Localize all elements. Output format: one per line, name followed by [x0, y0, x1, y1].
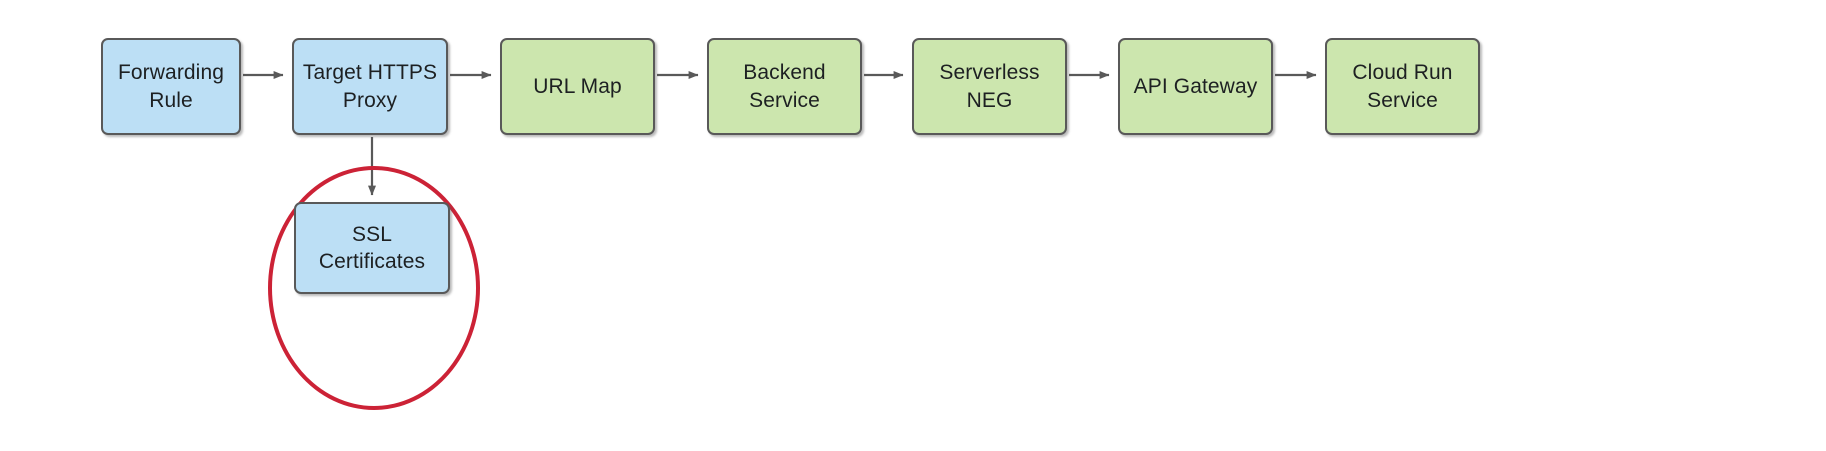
- node-serverless-neg-label: Serverless NEG: [939, 61, 1040, 112]
- node-api-gateway[interactable]: API Gateway: [1118, 38, 1273, 135]
- node-backend-service-label: Backend Service: [743, 61, 826, 112]
- ssl-certificates-highlight-circle: [268, 166, 480, 410]
- node-url-map-label: URL Map: [533, 74, 622, 98]
- node-ssl-certificates-label: SSL Certificates: [318, 222, 426, 273]
- node-backend-service[interactable]: Backend Service: [707, 38, 862, 135]
- node-url-map[interactable]: URL Map: [500, 38, 655, 135]
- node-target-https-proxy-label: Target HTTPS Proxy: [302, 61, 438, 112]
- node-forwarding-rule-label: Forwarding Rule: [117, 61, 225, 112]
- node-ssl-certificates[interactable]: SSL Certificates: [294, 202, 450, 294]
- node-forwarding-rule[interactable]: Forwarding Rule: [101, 38, 241, 135]
- node-target-https-proxy[interactable]: Target HTTPS Proxy: [292, 38, 448, 135]
- node-cloud-run-service[interactable]: Cloud Run Service: [1325, 38, 1480, 135]
- node-api-gateway-label: API Gateway: [1133, 74, 1258, 98]
- node-cloud-run-service-label: Cloud Run Service: [1352, 61, 1453, 112]
- node-serverless-neg[interactable]: Serverless NEG: [912, 38, 1067, 135]
